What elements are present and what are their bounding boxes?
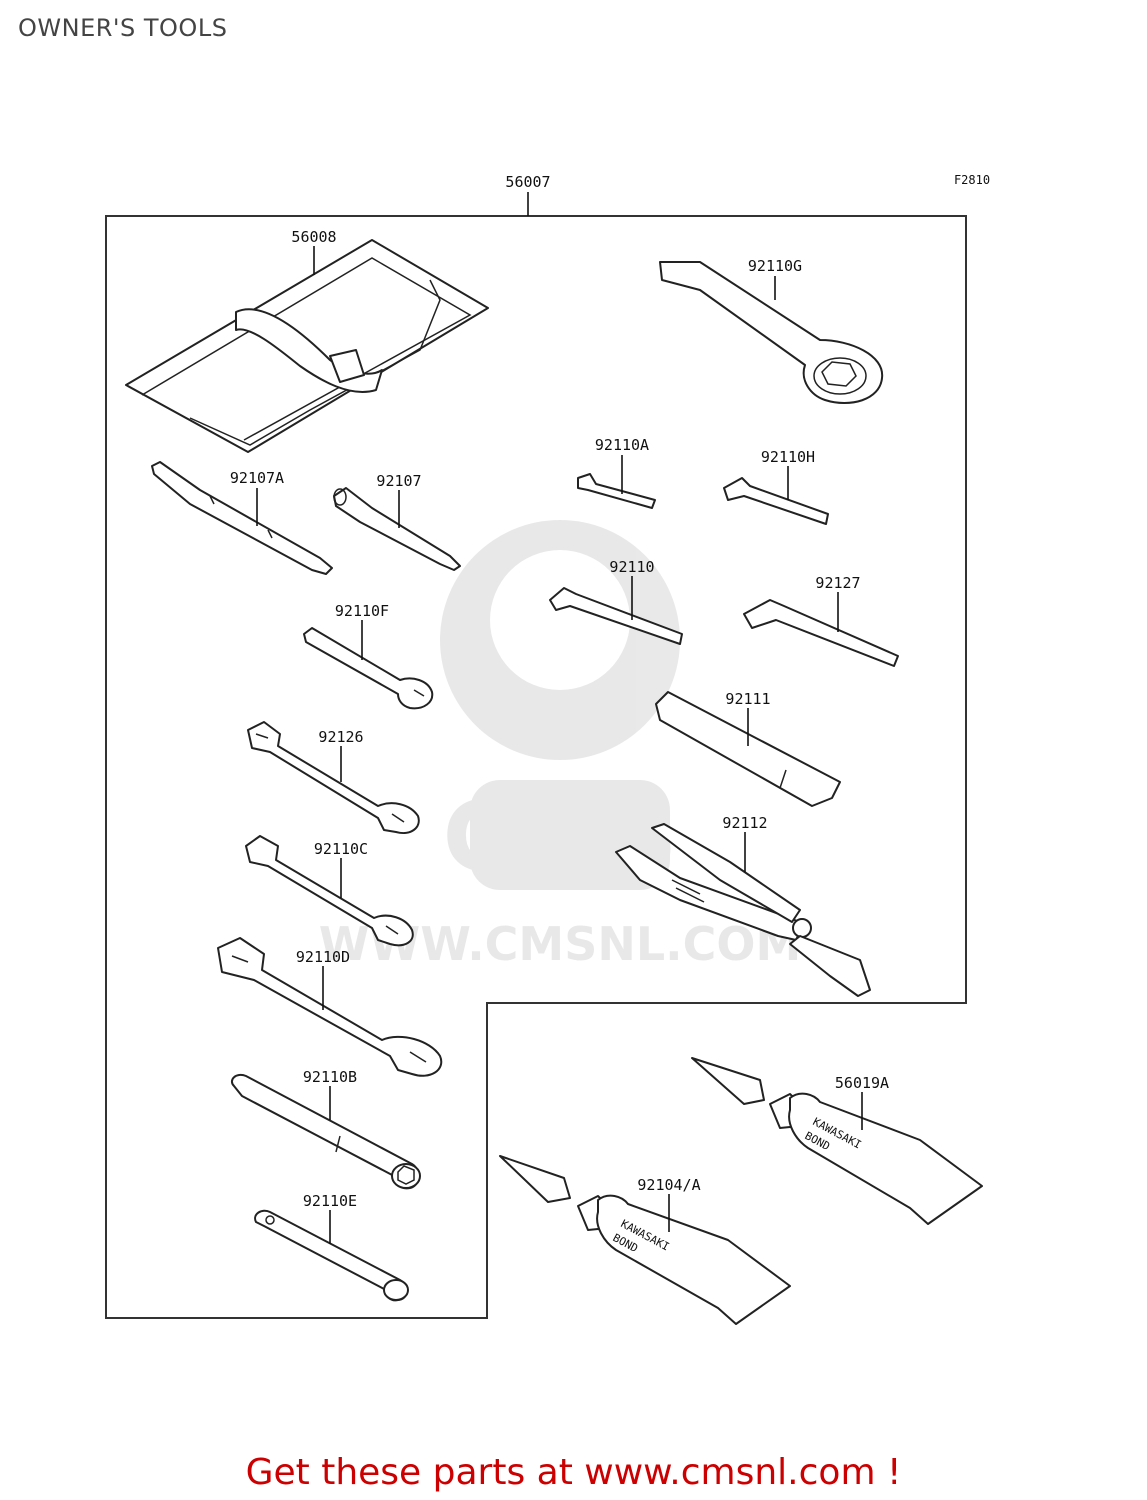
wrench-92110D [217, 937, 443, 1077]
label-92111: 92111 [725, 690, 770, 708]
label-56007: 56007 [505, 173, 550, 191]
parts-diagram: CMS WWW.CMSNL.COM 56007 F2810 56008 9211… [105, 173, 990, 1325]
ring-wrench [659, 261, 884, 404]
label-56019A: 56019A [835, 1074, 889, 1092]
label-92110A: 92110A [595, 436, 649, 454]
page-title: OWNER'S TOOLS [18, 14, 228, 42]
figure-code: F2810 [954, 173, 990, 187]
label-92104A: 92104/A [637, 1176, 700, 1194]
hex-key-a [577, 473, 656, 509]
box-wrench-small [254, 1209, 409, 1302]
screwdriver [333, 487, 461, 571]
wrench-92126 [247, 721, 420, 834]
label-92110H: 92110H [761, 448, 815, 466]
label-92110E: 92110E [303, 1192, 357, 1210]
bond-tube: KAWASAKI BOND [499, 1155, 791, 1325]
wrench-92110C [245, 835, 414, 947]
label-92107: 92107 [376, 472, 421, 490]
tool-pouch [125, 239, 489, 453]
set-outline [105, 215, 967, 1319]
label-92126: 92126 [318, 728, 363, 746]
label-92110F: 92110F [335, 602, 389, 620]
pliers [615, 823, 871, 997]
hex-key-h [723, 477, 829, 525]
label-92110G: 92110G [748, 257, 802, 275]
label-92110: 92110 [609, 558, 654, 576]
label-56008: 56008 [291, 228, 336, 246]
label-92110C: 92110C [314, 840, 368, 858]
label-92127: 92127 [815, 574, 860, 592]
footer-link[interactable]: Get these parts at www.cmsnl.com ! [245, 1452, 902, 1493]
bond-tube-a: KAWASAKI BOND [691, 1057, 983, 1225]
label-92110B: 92110B [303, 1068, 357, 1086]
handle-bar [655, 691, 841, 807]
wrench-small [303, 627, 434, 710]
box-wrench-large [230, 1074, 421, 1190]
label-92112: 92112 [722, 814, 767, 832]
label-92107A: 92107A [230, 469, 284, 487]
label-92110D: 92110D [296, 948, 350, 966]
hex-key [549, 587, 683, 645]
hex-key-large [743, 599, 899, 667]
screwdriver-double [151, 461, 333, 575]
